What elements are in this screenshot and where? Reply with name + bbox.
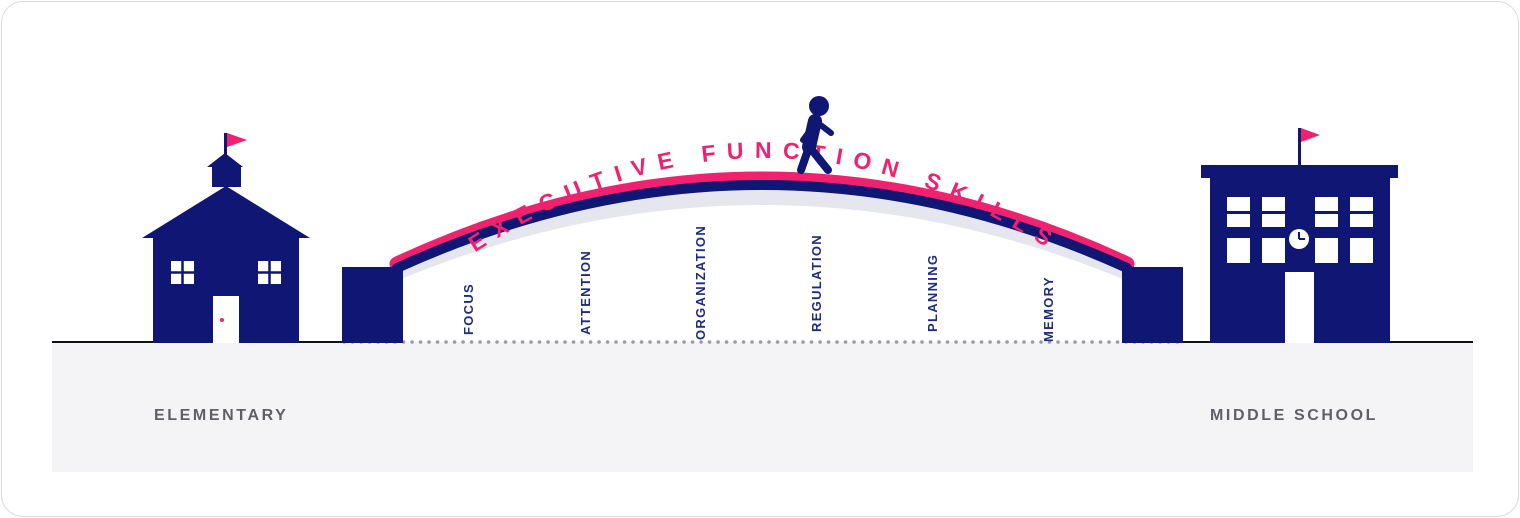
pink-flag-icon (227, 133, 247, 147)
ground-area (52, 342, 1473, 472)
middle-school-building-icon (1201, 128, 1398, 343)
bridge-left-pier (342, 267, 403, 343)
skill-labels: FOCUS ATTENTION ORGANIZATION REGULATION … (461, 225, 1056, 342)
bridge-arch-shadow (393, 189, 1131, 280)
start-label: ELEMENTARY (154, 407, 289, 424)
skill-label-memory: MEMORY (1041, 276, 1056, 342)
skill-label-planning: PLANNING (925, 254, 940, 332)
elementary-school-building-icon (142, 133, 310, 343)
bridge-right-pier (1122, 267, 1183, 343)
bridge-arch-navy (392, 180, 1132, 273)
pink-flag-icon (1301, 128, 1320, 142)
walking-person-icon (797, 96, 834, 174)
end-label: MIDDLE SCHOOL (1210, 407, 1379, 424)
skill-label-organization: ORGANIZATION (693, 225, 708, 340)
skill-label-regulation: REGULATION (809, 234, 824, 332)
clock-icon (1289, 229, 1309, 249)
bridge (342, 171, 1183, 343)
skill-label-focus: FOCUS (461, 283, 476, 335)
skill-label-attention: ATTENTION (578, 250, 593, 335)
